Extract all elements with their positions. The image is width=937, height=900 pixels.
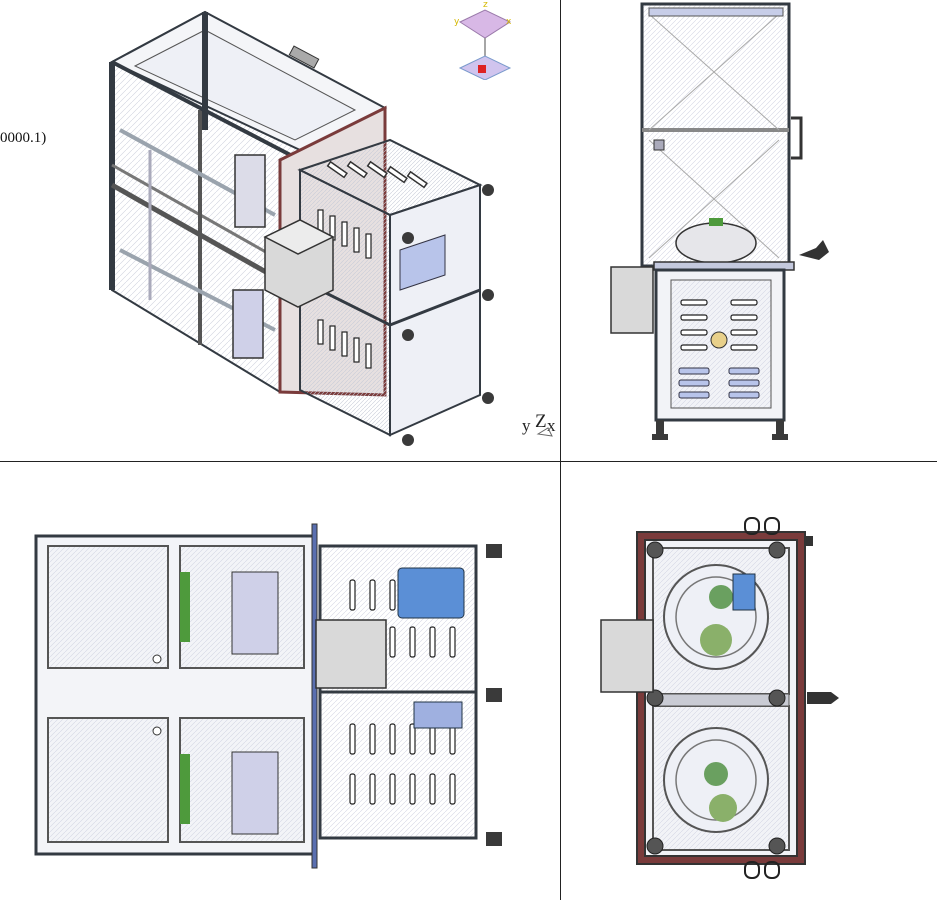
compass-x-label: x xyxy=(506,17,512,27)
axis-y-label: y xyxy=(522,416,531,435)
axis-z-label: Z xyxy=(535,411,547,432)
axis-triad-icon xyxy=(536,427,553,437)
electrical-box xyxy=(600,619,654,693)
compass-origin-icon[interactable] xyxy=(478,65,486,73)
part-number-label: 0000.1) xyxy=(0,130,47,146)
view-compass[interactable]: z x y xyxy=(450,0,520,80)
viewport-divider-horizontal[interactable] xyxy=(0,461,937,462)
axis-x-label: x xyxy=(547,416,556,435)
compass-z-label: z xyxy=(483,0,488,10)
viewport-front[interactable] xyxy=(561,0,937,461)
compass-top-face-icon[interactable] xyxy=(458,9,512,39)
electrical-box xyxy=(315,619,387,689)
spray-gun-icon xyxy=(799,240,829,260)
viewport-divider-vertical[interactable] xyxy=(560,0,561,900)
viewport-isometric[interactable]: 0000.1) z x y y Z x xyxy=(0,0,560,461)
door-handle xyxy=(791,116,803,160)
cage-front-face xyxy=(389,183,481,437)
side-model[interactable] xyxy=(561,462,937,900)
front-model[interactable] xyxy=(561,0,937,461)
viewport-top[interactable] xyxy=(0,462,560,900)
viewport-side[interactable] xyxy=(561,462,937,900)
spray-gun-icon xyxy=(807,692,839,704)
electrical-box xyxy=(610,266,654,334)
top-model[interactable] xyxy=(0,462,560,900)
isometric-model[interactable] xyxy=(0,0,560,461)
compass-y-label: y xyxy=(454,17,460,27)
